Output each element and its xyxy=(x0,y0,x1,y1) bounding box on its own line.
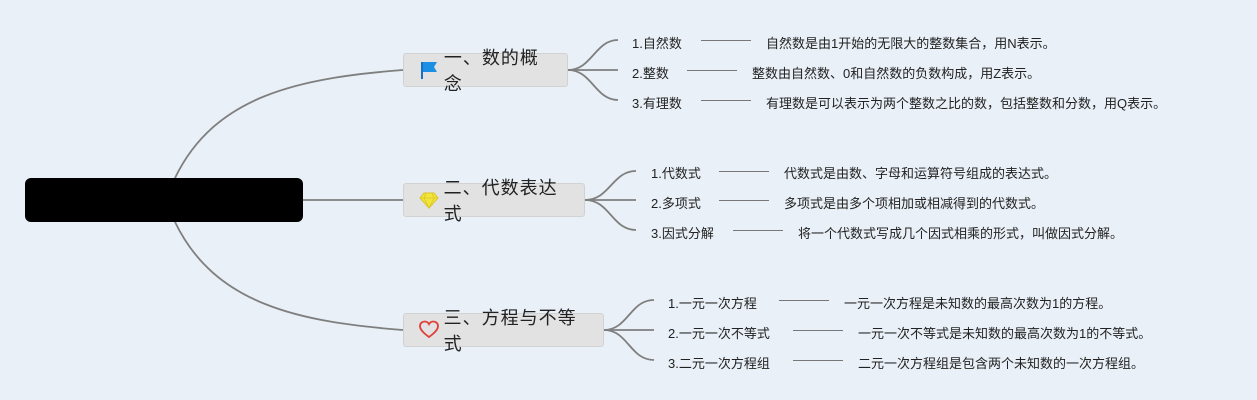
connector-branch-3-leaf-3 xyxy=(603,329,655,361)
leaf-natural-numbers[interactable]: 1.自然数 xyxy=(632,36,682,51)
leaf-divider xyxy=(733,230,783,231)
leaf-rational-numbers[interactable]: 3.有理数 xyxy=(632,96,682,111)
leaf-description: 有理数是可以表示为两个整数之比的数，包括整数和分数，用Q表示。 xyxy=(766,96,1167,111)
leaf-divider xyxy=(719,171,769,172)
branch-equations-inequalities[interactable]: 三、方程与不等式 xyxy=(403,308,604,354)
leaf-description: 代数式是由数、字母和运算符号组成的表达式。 xyxy=(784,166,1058,181)
leaf-divider xyxy=(719,200,769,201)
connector-branch-1-leaf-3 xyxy=(567,69,619,101)
leaf-divider xyxy=(793,330,843,331)
central-topic[interactable] xyxy=(25,178,303,222)
leaf-description: 将一个代数式写成几个因式相乘的形式，叫做因式分解。 xyxy=(798,226,1124,241)
connector-branch-3-leaf-1 xyxy=(603,299,655,331)
leaf-linear-equation[interactable]: 1.一元一次方程 xyxy=(668,296,757,311)
connector-branch-1-leaf-1 xyxy=(567,39,619,71)
leaf-description: 一元一次方程是未知数的最高次数为1的方程。 xyxy=(844,296,1112,311)
connector-branch-2-leaf-1 xyxy=(584,170,637,201)
flag-icon xyxy=(418,59,440,81)
leaf-divider xyxy=(687,70,737,71)
leaf-factorization[interactable]: 3.因式分解 xyxy=(651,226,714,241)
branch-algebraic-expressions[interactable]: 二、代数表达式 xyxy=(403,178,585,224)
connector-central-branch-1 xyxy=(174,69,404,179)
leaf-description: 一元一次不等式是未知数的最高次数为1的不等式。 xyxy=(858,326,1152,341)
leaf-algebraic-expression[interactable]: 1.代数式 xyxy=(651,166,701,181)
branch-title: 二、代数表达式 xyxy=(443,178,558,224)
leaf-linear-equation-system[interactable]: 3.二元一次方程组 xyxy=(668,356,770,371)
leaf-description: 自然数是由1开始的无限大的整数集合，用N表示。 xyxy=(766,36,1056,51)
leaf-description: 二元一次方程组是包含两个未知数的一次方程组。 xyxy=(858,356,1145,371)
leaf-linear-inequality[interactable]: 2.一元一次不等式 xyxy=(668,326,770,341)
branch-title: 一、数的概念 xyxy=(443,48,539,94)
heart-icon xyxy=(418,319,440,341)
leaf-description: 整数由自然数、0和自然数的负数构成，用Z表示。 xyxy=(752,66,1041,81)
leaf-divider xyxy=(701,100,751,101)
leaf-divider xyxy=(779,300,829,301)
leaf-description: 多项式是由多个项相加或相减得到的代数式。 xyxy=(784,196,1045,211)
leaf-integers[interactable]: 2.整数 xyxy=(632,66,669,81)
branch-title: 三、方程与不等式 xyxy=(443,308,577,354)
connector-branch-2-leaf-3 xyxy=(584,199,637,231)
connector-central-branch-3 xyxy=(174,221,404,331)
branch-number-concepts[interactable]: 一、数的概念 xyxy=(403,48,568,94)
leaf-divider xyxy=(701,40,751,41)
leaf-divider xyxy=(793,360,843,361)
leaf-polynomial[interactable]: 2.多项式 xyxy=(651,196,701,211)
diamond-icon xyxy=(418,189,440,211)
